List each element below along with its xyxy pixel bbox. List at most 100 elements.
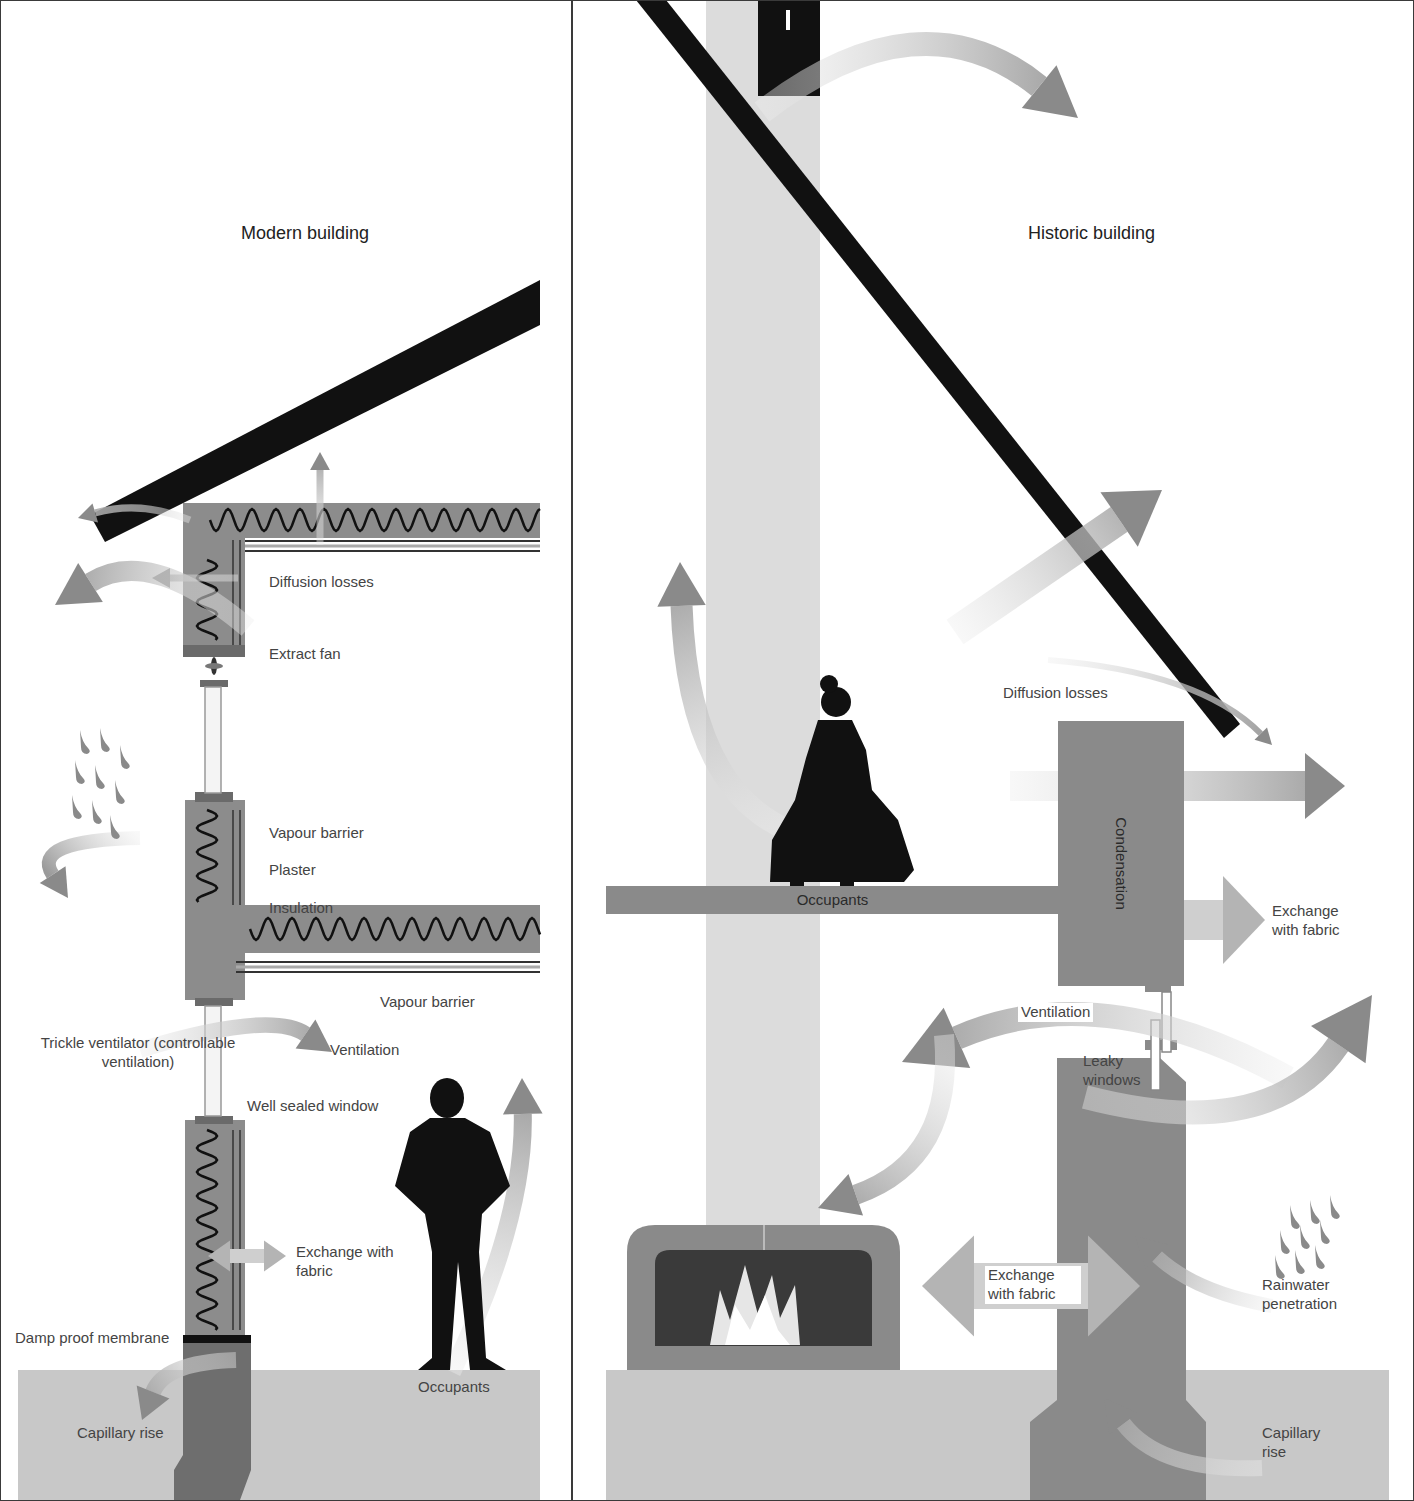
illustration-part (725, 1295, 790, 1345)
element-label: Condensation (1112, 817, 1129, 910)
illustration-part (1223, 876, 1265, 964)
callout-label: Trickle ventilator (controllable ventila… (38, 1034, 238, 1072)
illustration-part (1157, 1256, 1272, 1306)
illustration-part (1123, 1424, 1262, 1469)
illustration-part (1290, 1205, 1300, 1229)
illustration-part (310, 452, 330, 470)
illustration-part (200, 680, 228, 687)
callout-label: Vapour barrier (380, 993, 475, 1012)
illustration-part (95, 508, 190, 520)
illustration-part (140, 1025, 306, 1050)
illustration-part (1254, 727, 1272, 745)
illustration-part (250, 918, 540, 940)
illustration-part (955, 519, 1119, 632)
illustration-part (80, 730, 90, 754)
illustration-part (1135, 1236, 1272, 1306)
illustration-part (1305, 753, 1345, 819)
illustration-part (205, 687, 221, 793)
illustration-part (1135, 1236, 1168, 1269)
illustration-part (185, 905, 540, 953)
illustration-part (1085, 1045, 1338, 1113)
building-fabric (18, 0, 1389, 1501)
illustration-part (110, 815, 120, 839)
illustration-part (636, 0, 1240, 738)
illustration-part (55, 563, 248, 628)
illustration-part (1104, 1398, 1262, 1468)
illustration-part (120, 745, 130, 769)
illustration-part (682, 606, 792, 832)
illustration-part (1104, 1398, 1137, 1434)
illustration-part (763, 1225, 765, 1250)
illustration-part (232, 1130, 234, 1330)
illustration-part (230, 1249, 264, 1263)
illustration-part (310, 452, 330, 545)
illustration-part (236, 961, 540, 963)
illustration-part (185, 800, 245, 1000)
building-element: Condensation (1058, 721, 1184, 986)
illustration-part (818, 1174, 863, 1216)
illustration-part (236, 540, 540, 542)
illustration-part (657, 562, 792, 832)
illustration-part (1022, 65, 1078, 118)
illustration-part (264, 1241, 286, 1272)
illustration-part (1280, 1230, 1290, 1254)
illustration-part (1295, 1250, 1305, 1274)
illustration-part (1275, 1255, 1285, 1279)
callout-label: Capillary rise (77, 1424, 164, 1443)
illustration-part (1320, 1220, 1330, 1244)
illustration-part (90, 280, 540, 542)
callout-label: Leaky windows (1083, 1052, 1145, 1090)
illustration-part (197, 810, 217, 902)
illustration-part (655, 1250, 872, 1346)
illustration-part (818, 1035, 945, 1216)
callout-label: Capillary rise (1262, 1424, 1342, 1462)
illustration-part (92, 800, 102, 824)
panel-heading: Modern building (241, 223, 369, 244)
illustration-part (762, 44, 1039, 112)
illustration-part (183, 1335, 251, 1343)
illustration-part (78, 503, 98, 522)
illustration-part (710, 1265, 800, 1345)
illustration-part (922, 1235, 974, 1336)
illustration-part (902, 1008, 1288, 1078)
illustration-part (430, 1078, 464, 1118)
illustration-part (236, 545, 540, 548)
illustration-part (395, 1118, 510, 1370)
illustration-part (1315, 1245, 1325, 1269)
illustration-part (75, 760, 85, 784)
element-label: Occupants (797, 891, 869, 908)
illustration-part (1085, 995, 1372, 1113)
illustration-part (195, 998, 233, 1006)
callout-label: Rainwater penetration (1262, 1276, 1362, 1314)
callout-label: Extract fan (269, 645, 341, 664)
illustration-part (239, 810, 241, 905)
illustration-part (183, 645, 245, 657)
callout-label: Exchange with fabric (1272, 902, 1360, 940)
building-element: Occupants (606, 886, 1059, 914)
illustration-part (205, 663, 223, 669)
illustration-part (236, 550, 540, 552)
fire (710, 1265, 800, 1345)
illustration-part (40, 866, 68, 898)
illustration-part (770, 720, 914, 882)
illustration-part (137, 1386, 170, 1420)
illustration-part (820, 675, 838, 693)
moisture-arrow (40, 44, 1372, 1468)
illustration-part (974, 1263, 1088, 1309)
illustration-part (91, 571, 248, 628)
illustration-part (137, 1360, 236, 1420)
callout-label: Ventilation (1018, 1003, 1093, 1022)
illustration-part (115, 780, 125, 804)
illustration-part (1310, 1200, 1320, 1224)
illustration-part (40, 838, 140, 898)
illustration-part (296, 1019, 332, 1052)
illustration-part (922, 1235, 1140, 1336)
callout-label: Exchange with fabric (985, 1266, 1081, 1304)
illustration-part (957, 1014, 1288, 1078)
illustration-part (153, 1360, 236, 1392)
building-panel: Modern building (0, 0, 572, 1501)
illustration-part (1311, 995, 1372, 1063)
illustration-part (95, 765, 105, 789)
callout-label: Diffusion losses (1003, 684, 1108, 703)
